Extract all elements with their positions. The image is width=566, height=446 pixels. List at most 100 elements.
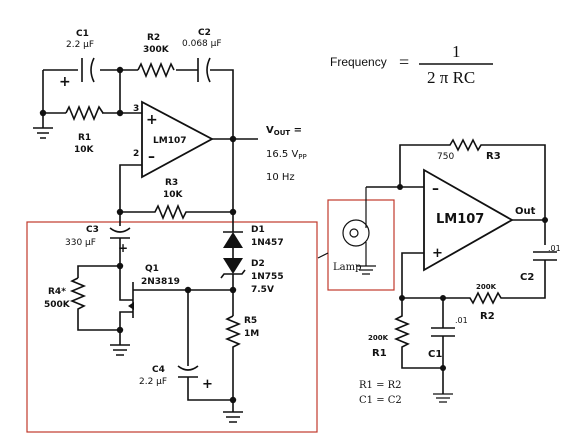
r1-right-resistor (393, 298, 443, 369)
c2-right-name: C2 (520, 272, 534, 283)
junction-dot (542, 217, 548, 223)
r5-name: R5 (244, 316, 257, 326)
formula-denominator: 2 π RC (427, 68, 475, 87)
r2-resistor (137, 61, 175, 79)
d1-diode (223, 232, 243, 248)
d1-value: 1N457 (251, 238, 284, 248)
r3-right-name: R3 (486, 151, 501, 162)
formula-numerator: 1 (452, 42, 461, 61)
r1-right-name: R1 (372, 348, 387, 359)
r3-name: R3 (165, 178, 178, 188)
r5-resistor (224, 315, 242, 400)
c3-polarity: + (118, 241, 128, 255)
opamp-name: LM107 (153, 136, 186, 146)
q1-arrow (128, 302, 134, 310)
r4-top-wire (77, 265, 120, 278)
c3-name: C3 (86, 225, 99, 235)
junction-dot (116, 66, 124, 74)
r1-name: R1 (78, 133, 91, 143)
c1-plate-b (90, 57, 95, 83)
d2-name: D2 (251, 259, 265, 269)
r2-value: 300K (143, 45, 170, 55)
opamp-plus-sign: + (146, 112, 158, 128)
c2-name: C2 (198, 28, 211, 38)
right-circuit: Lamp 750 R3 – + LM107 Out .01 C2 200K R2… (317, 138, 561, 406)
c3-plate-a (109, 227, 131, 233)
opamp-right-name: LM107 (436, 212, 484, 227)
r2-name: R2 (147, 33, 160, 43)
d2-value-2: 7.5V (251, 285, 274, 295)
r2-right-wire (402, 260, 546, 305)
r2-right-name: R2 (480, 311, 495, 322)
r1-right-value: 200K (368, 334, 389, 342)
ground-symbol-2 (110, 344, 130, 356)
q1-name: Q1 (145, 264, 159, 274)
opamp-right-minus: – (432, 181, 439, 197)
left-circuit: + C1 2.2 μF R2 300K C2 0.068 μF R1 10K +… (26, 28, 318, 433)
minus-input-wire (119, 164, 142, 212)
r3-right-value: 750 (437, 152, 454, 162)
c2-right-value: .01 (548, 244, 561, 253)
junction-dot (116, 109, 124, 117)
c1-right-value: .01 (455, 316, 468, 325)
out-label: Out (515, 206, 536, 217)
ground-symbol-1 (33, 127, 53, 139)
junction-dot (229, 396, 237, 404)
vout-amplitude: 16.5 VPP (266, 149, 307, 161)
opamp-right-triangle (423, 168, 514, 272)
r2-right-value: 200K (476, 283, 497, 291)
lamp-pointer (317, 252, 329, 259)
d2-zener (223, 258, 243, 274)
opamp-pin-minus: 2 (133, 149, 139, 159)
opamp-pin-plus: 3 (133, 104, 139, 114)
c4-value: 2.2 μF (139, 377, 167, 387)
d2-value: 1N755 (251, 272, 284, 282)
opamp-minus-sign: – (148, 149, 155, 165)
vout-label: VOUT = (266, 125, 302, 137)
q1-jfet (119, 282, 188, 345)
c1-polarity: + (59, 74, 71, 90)
c4-name: C4 (152, 365, 165, 375)
d1-name: D1 (251, 225, 265, 235)
r1-resistor (65, 104, 104, 122)
c1-value: 2.2 μF (66, 40, 94, 50)
c2-value: 0.068 μF (182, 39, 222, 49)
c4-polarity: + (202, 377, 213, 392)
r4-name: R4* (48, 287, 66, 297)
c1-name: C1 (76, 29, 89, 39)
q1-value: 2N3819 (141, 277, 180, 287)
equality-c: C1 = C2 (359, 395, 402, 406)
equality-r: R1 = R2 (359, 380, 402, 391)
c3-to-q1-wire (119, 238, 133, 301)
r1-value: 10K (74, 145, 95, 155)
c2-plate-b (206, 57, 211, 83)
amplitude-control-highlight-box (26, 221, 318, 433)
r3-value: 10K (163, 190, 184, 200)
c3-value: 330 μF (65, 238, 96, 248)
plus-right-wire (401, 252, 424, 298)
opamp-right-plus: + (432, 246, 443, 261)
junction-dot (440, 365, 446, 371)
ground-symbol-5 (433, 393, 453, 403)
r5-value: 1M (244, 329, 259, 339)
vout-frequency: 10 Hz (266, 172, 295, 183)
ground-symbol-4 (356, 265, 376, 275)
c4-bottom-wire (187, 377, 234, 412)
lamp-highlight-box (327, 199, 395, 291)
c4-plate-a (177, 365, 199, 371)
formula-prefix: Frequency (330, 55, 387, 69)
lamp-bulb (342, 219, 370, 247)
ground-symbol-3 (223, 411, 243, 423)
opamp-triangle (141, 100, 214, 179)
r3-feedback-wire (399, 138, 546, 245)
junction-dot (116, 326, 124, 334)
junction-dot (39, 109, 47, 117)
r4-resistor (69, 277, 120, 331)
r4-value: 500K (44, 300, 71, 310)
formula-equals: = (399, 52, 409, 72)
junction-dot (397, 184, 403, 190)
lamp-label: Lamp (333, 262, 362, 273)
junction-dot (116, 262, 124, 270)
lamp-filament (349, 228, 359, 238)
